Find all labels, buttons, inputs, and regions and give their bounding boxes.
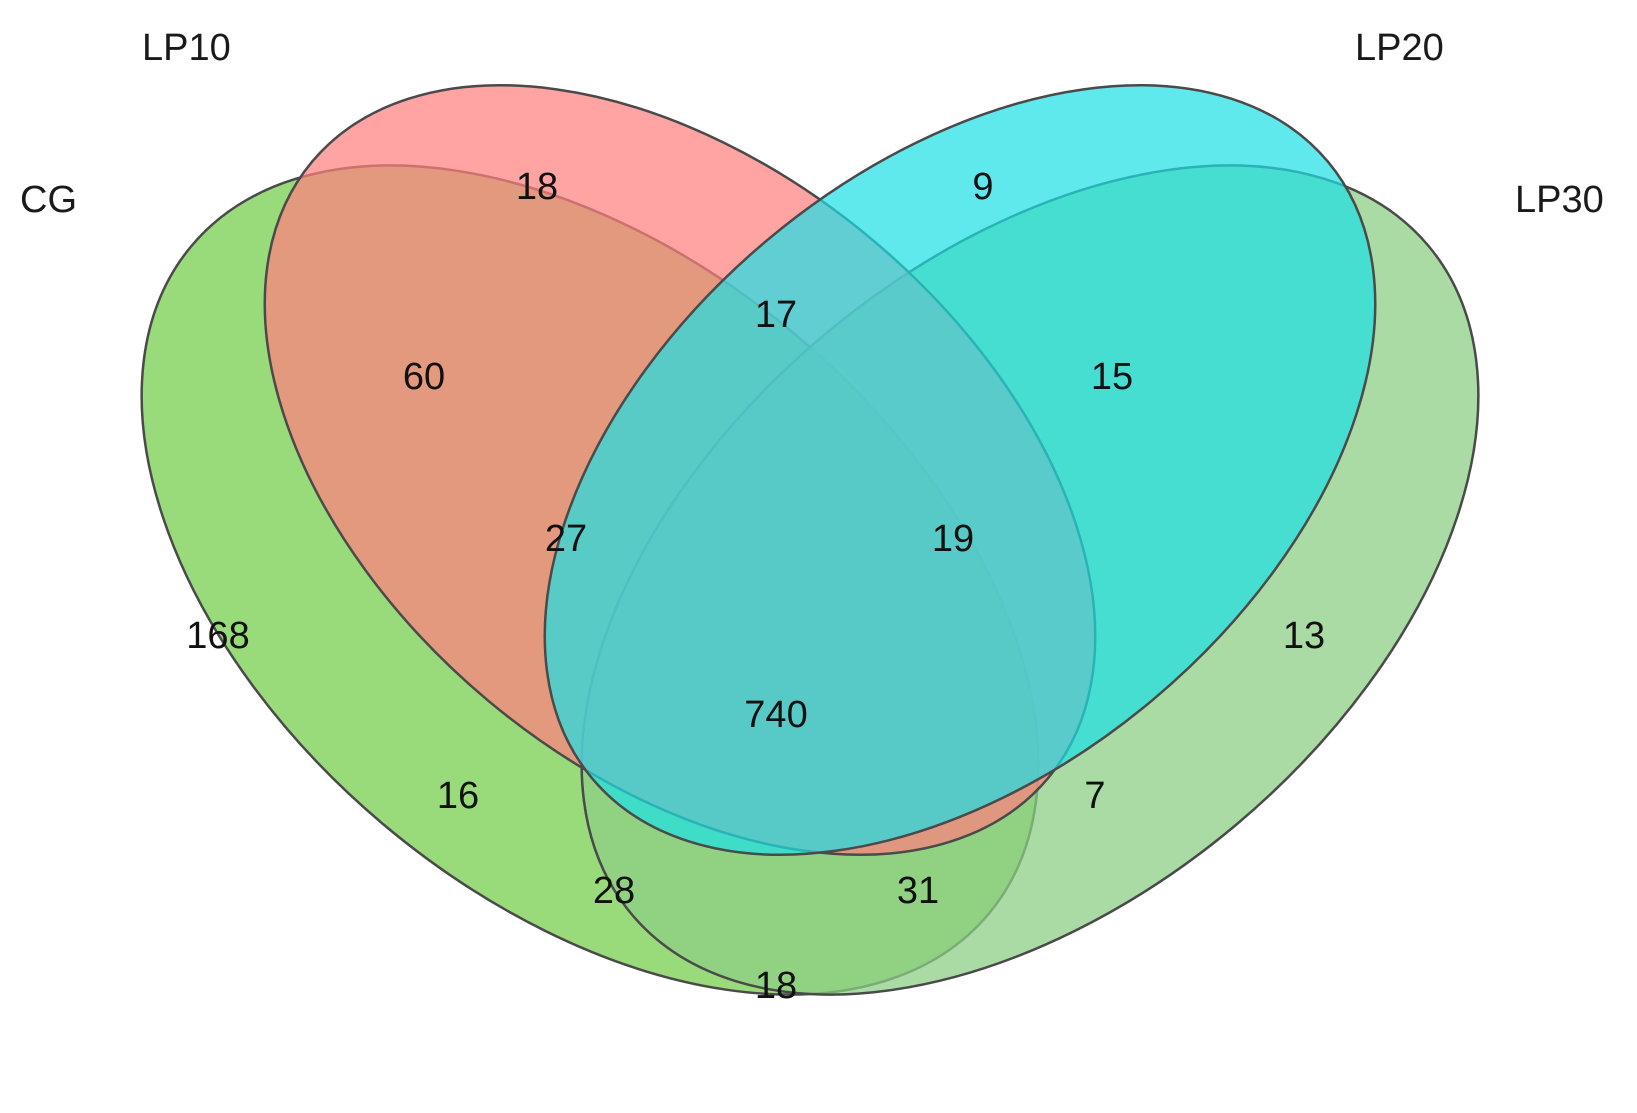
region-count-all: 740: [744, 694, 807, 736]
region-count-cg-lp20-lp30: 28: [593, 870, 635, 912]
set-label-lp20: LP20: [1355, 27, 1444, 69]
set-label-lp30: LP30: [1515, 179, 1604, 221]
region-count-cg-lp30: 18: [755, 965, 797, 1007]
set-ellipse-lp20: [543, 84, 1377, 856]
region-count-lp10-lp30: 7: [1084, 775, 1105, 817]
region-count-cg-lp10-lp20: 27: [545, 518, 587, 560]
region-count-lp20-lp30: 15: [1091, 356, 1133, 398]
region-count-cg-lp10: 60: [403, 356, 445, 398]
region-count-lp30-only: 13: [1283, 615, 1325, 657]
set-label-cg: CG: [20, 179, 77, 221]
region-count-lp10-lp20-lp30: 19: [932, 518, 974, 560]
region-count-lp10-only: 18: [516, 166, 558, 208]
region-count-cg-lp10-lp30: 31: [897, 870, 939, 912]
set-labels: CG LP10 LP20 LP30: [20, 27, 1604, 221]
region-count-lp20-only: 9: [972, 166, 993, 208]
region-count-cg-only: 168: [186, 615, 249, 657]
region-count-lp10-lp20: 17: [755, 294, 797, 336]
region-count-cg-lp20: 16: [437, 775, 479, 817]
region-counts: 18 9 17 60 15 27 19 168 13 740 16 7 28 3…: [186, 166, 1325, 1007]
set-label-lp10: LP10: [142, 27, 231, 69]
